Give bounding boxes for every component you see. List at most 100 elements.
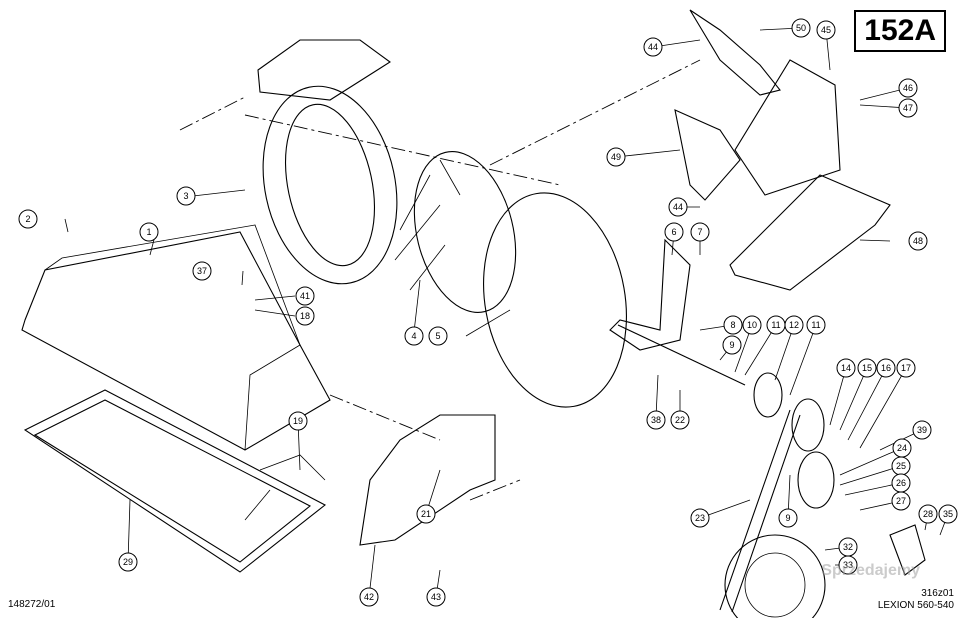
pulley-12 xyxy=(753,372,783,418)
callout-label-35: 35 xyxy=(943,509,953,519)
pulley-24 xyxy=(797,451,835,509)
callout-label-32: 32 xyxy=(843,542,853,552)
callout-circle-21 xyxy=(416,504,436,524)
callout-circle-27 xyxy=(891,491,911,511)
drawing-number: 148272/01 xyxy=(8,599,56,610)
callout-circle-38 xyxy=(646,410,666,430)
callout-label-38: 38 xyxy=(651,415,661,425)
callout-circle-50 xyxy=(791,18,811,38)
callout-circle-44 xyxy=(643,37,663,57)
callout-label-43: 43 xyxy=(431,592,441,602)
model-name: LEXION 560-540 xyxy=(877,600,954,611)
callout-label-1: 1 xyxy=(146,227,151,237)
callout-label-5: 5 xyxy=(435,331,440,341)
callout-label-11: 11 xyxy=(771,320,780,330)
callout-circle-44 xyxy=(668,197,688,217)
callout-circle-43 xyxy=(426,587,446,607)
axis-line-upper xyxy=(489,59,701,166)
callout-circle-15 xyxy=(857,358,877,378)
callout-label-4: 4 xyxy=(411,331,416,341)
callout-label-9: 9 xyxy=(785,513,790,523)
tensioner-arm xyxy=(889,524,926,576)
callout-circle-7 xyxy=(690,222,710,242)
callout-label-17: 17 xyxy=(901,363,911,373)
callout-label-7: 7 xyxy=(697,227,702,237)
callout-label-27: 27 xyxy=(896,496,906,506)
cover-hood xyxy=(21,231,331,451)
callout-circle-48 xyxy=(908,231,928,251)
main-pulley xyxy=(724,534,826,618)
callout-label-26: 26 xyxy=(896,478,906,488)
callout-label-37: 37 xyxy=(197,266,207,276)
callout-circle-8 xyxy=(723,315,743,335)
callout-circle-23 xyxy=(690,508,710,528)
support-frame xyxy=(729,174,891,291)
callout-label-8: 8 xyxy=(730,320,735,330)
callout-circle-5 xyxy=(428,326,448,346)
footer-right: 316z01 LEXION 560-540 xyxy=(878,588,954,612)
callout-circle-6 xyxy=(664,222,684,242)
callout-circle-29 xyxy=(118,552,138,572)
callout-label-48: 48 xyxy=(913,236,923,246)
callout-circle-46 xyxy=(898,78,918,98)
callout-label-39: 39 xyxy=(917,425,927,435)
callout-label-47: 47 xyxy=(903,103,913,113)
fan-housing xyxy=(262,85,398,285)
callout-label-42: 42 xyxy=(364,592,374,602)
callout-label-22: 22 xyxy=(675,415,685,425)
callout-circle-35 xyxy=(938,504,958,524)
callout-label-25: 25 xyxy=(896,461,906,471)
impeller xyxy=(413,151,517,313)
callout-label-6: 6 xyxy=(671,227,676,237)
v-belt xyxy=(719,409,801,613)
leader-lines xyxy=(64,27,949,598)
callout-circle-49 xyxy=(606,147,626,167)
back-disc xyxy=(483,192,627,408)
callout-circle-14 xyxy=(836,358,856,378)
bracket xyxy=(609,238,691,351)
callout-circle-1 xyxy=(139,222,159,242)
callout-label-2: 2 xyxy=(25,214,30,224)
drive-shaft xyxy=(617,324,746,386)
callout-circle-9 xyxy=(722,335,742,355)
callout-label-41: 41 xyxy=(300,291,310,301)
callout-label-19: 19 xyxy=(293,416,303,426)
callout-circle-19 xyxy=(288,411,308,431)
callout-label-33: 33 xyxy=(843,560,853,570)
ref-code: 316z01 xyxy=(921,588,954,599)
callout-circle-12 xyxy=(784,315,804,335)
callout-circle-3 xyxy=(176,186,196,206)
callout-label-50: 50 xyxy=(796,23,806,33)
callout-circle-22 xyxy=(670,410,690,430)
callout-circle-11 xyxy=(806,315,826,335)
axis-line-lower xyxy=(329,394,521,501)
page-code: 152A xyxy=(854,10,946,52)
callout-label-23: 23 xyxy=(695,513,705,523)
callout-label-11: 11 xyxy=(811,320,820,330)
callout-label-15: 15 xyxy=(862,363,872,373)
callout-circle-28 xyxy=(918,504,938,524)
callout-circle-17 xyxy=(896,358,916,378)
callout-circle-41 xyxy=(295,286,315,306)
callout-circle-10 xyxy=(742,315,762,335)
callout-label-24: 24 xyxy=(897,443,907,453)
callout-label-9: 9 xyxy=(729,340,734,350)
callout-circle-18 xyxy=(295,306,315,326)
callout-label-44: 44 xyxy=(648,42,658,52)
lower-shield xyxy=(359,414,496,546)
pulley-upper xyxy=(791,398,825,452)
callout-label-21: 21 xyxy=(421,509,431,519)
callout-circle-9 xyxy=(778,508,798,528)
callout-label-3: 3 xyxy=(183,191,188,201)
callout-circle-37 xyxy=(192,261,212,281)
callout-circle-33 xyxy=(838,555,858,575)
callout-label-18: 18 xyxy=(300,311,310,321)
callout-label-46: 46 xyxy=(903,83,913,93)
callout-label-45: 45 xyxy=(821,25,831,35)
callout-label-28: 28 xyxy=(923,509,933,519)
callout-circle-45 xyxy=(816,20,836,40)
callout-label-16: 16 xyxy=(881,363,891,373)
